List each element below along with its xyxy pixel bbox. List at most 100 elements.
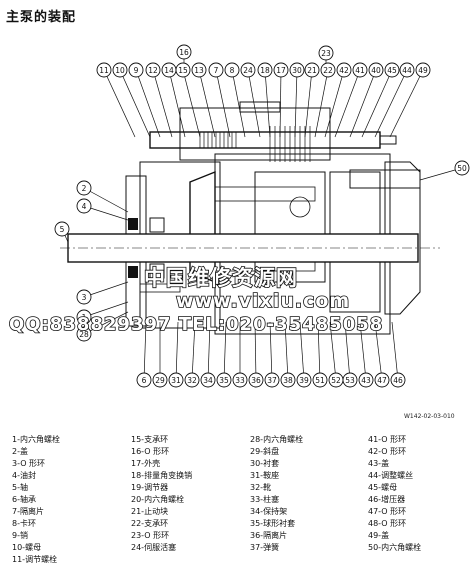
- callout-label-53: 53: [345, 376, 355, 385]
- callout-label-18: 18: [260, 66, 270, 75]
- leader-line: [135, 69, 161, 138]
- callout-circle: [352, 62, 368, 78]
- callout-label-52: 52: [331, 376, 341, 385]
- leader-line: [329, 321, 337, 381]
- callout-label-38: 38: [283, 376, 293, 385]
- callout-circle: [264, 372, 280, 388]
- leader-line: [299, 321, 305, 381]
- callout-circle: [175, 62, 191, 78]
- callout-label-32: 32: [187, 376, 197, 385]
- legend-item: 29-斜盘: [250, 447, 280, 456]
- callout-label-10: 10: [115, 66, 125, 75]
- legend-item: 41-O 形环: [368, 435, 407, 444]
- bottom-bolt: [139, 283, 181, 293]
- legend-item: 30-衬套: [250, 459, 280, 468]
- callout-label-7: 7: [214, 66, 219, 75]
- leader-line: [374, 69, 408, 138]
- callout-label-22: 22: [323, 66, 333, 75]
- callout-label-23: 23: [321, 49, 331, 58]
- legend-item: 28-内六角螺栓: [250, 435, 304, 444]
- legend-item: 45-螺母: [368, 483, 398, 492]
- legend-item: 22-支承环: [131, 519, 169, 528]
- callout-label-3: 3: [82, 293, 87, 302]
- callout-label-21: 21: [307, 66, 317, 75]
- callout-circle: [216, 372, 232, 388]
- watermark-line-1: 中国维修资源网: [143, 265, 298, 291]
- callout-circle: [76, 289, 92, 305]
- legend-item: 23-O 形环: [131, 531, 170, 540]
- callout-label-41: 41: [355, 66, 365, 75]
- booster-mount: [349, 169, 421, 189]
- callout-circle: [96, 62, 112, 78]
- callout-label-46: 46: [393, 376, 403, 385]
- legend-item: 50-内六角螺栓: [368, 543, 422, 552]
- callout-circle: [399, 62, 415, 78]
- callout-label-34: 34: [203, 376, 213, 385]
- leader-line: [284, 321, 289, 381]
- callout-label-14: 14: [164, 66, 174, 75]
- reference-code: W142-02-03-010: [404, 413, 455, 420]
- adjusting-screw-cap: [379, 135, 397, 145]
- callout-label-36: 36: [251, 376, 261, 385]
- legend-item: 44-调整螺丝: [368, 471, 414, 480]
- legend-item: 10-螺母: [12, 543, 42, 552]
- callout-circle: [374, 372, 390, 388]
- callout-circle: [390, 372, 406, 388]
- legend-item: 20-内六角螺栓: [131, 495, 185, 504]
- legend-item: 49-盖: [368, 531, 390, 540]
- legend-item: 35-球形衬套: [250, 519, 296, 528]
- callout-label-8: 8: [230, 66, 235, 75]
- leader-line: [223, 321, 227, 381]
- legend-item: 48-O 形环: [368, 519, 407, 528]
- leader-line: [143, 321, 147, 381]
- callout-label-49: 49: [418, 66, 428, 75]
- right-callout: 50: [419, 160, 470, 181]
- legend-item: 16-O 形环: [131, 447, 170, 456]
- callout-circle: [176, 44, 192, 60]
- callout-circle: [240, 62, 256, 78]
- callout-circle: [184, 372, 200, 388]
- callout-circle: [232, 372, 248, 388]
- cylinder-block: [254, 171, 326, 283]
- callout-label-50: 50: [457, 164, 467, 173]
- leader-line: [168, 69, 186, 138]
- legend-item: 36-隔离片: [250, 531, 288, 540]
- leader-line: [83, 205, 129, 221]
- legend-item: 18-排量角变换销: [131, 471, 193, 480]
- legend-item: 3-O 形环: [12, 459, 46, 468]
- leader-line: [389, 69, 424, 138]
- callout-circle: [76, 309, 92, 325]
- callout-circle: [76, 198, 92, 214]
- callout-circle: [191, 62, 207, 78]
- callout-circle: [312, 372, 328, 388]
- callout-circle: [208, 62, 224, 78]
- callout-circle: [384, 62, 400, 78]
- callout-label-17: 17: [276, 66, 286, 75]
- watermark-line-2: www.vixiu.com: [175, 289, 351, 313]
- leader-line: [361, 69, 393, 138]
- legend-item: 47-O 形环: [368, 507, 407, 516]
- callout-circle: [257, 62, 273, 78]
- callout-circle: [112, 62, 128, 78]
- callout-label-6: 6: [142, 376, 147, 385]
- leader-line: [324, 69, 345, 138]
- drive-shaft: [67, 233, 419, 263]
- leader-line: [207, 321, 211, 381]
- leader-line: [304, 69, 313, 138]
- leader-line: [103, 69, 136, 138]
- legend-item: 6-轴承: [12, 495, 36, 504]
- valve-block: [329, 171, 381, 313]
- leader-line: [314, 69, 329, 138]
- callout-label-31: 31: [171, 376, 181, 385]
- callout-circle: [342, 372, 358, 388]
- callout-label-44: 44: [402, 66, 412, 75]
- page-title: 主泵的装配: [6, 10, 77, 25]
- leader-line: [191, 321, 196, 381]
- callout-label-5: 5: [60, 225, 65, 234]
- legend-item: 42-O 形环: [368, 447, 407, 456]
- legend-item: 8-卡环: [12, 519, 36, 528]
